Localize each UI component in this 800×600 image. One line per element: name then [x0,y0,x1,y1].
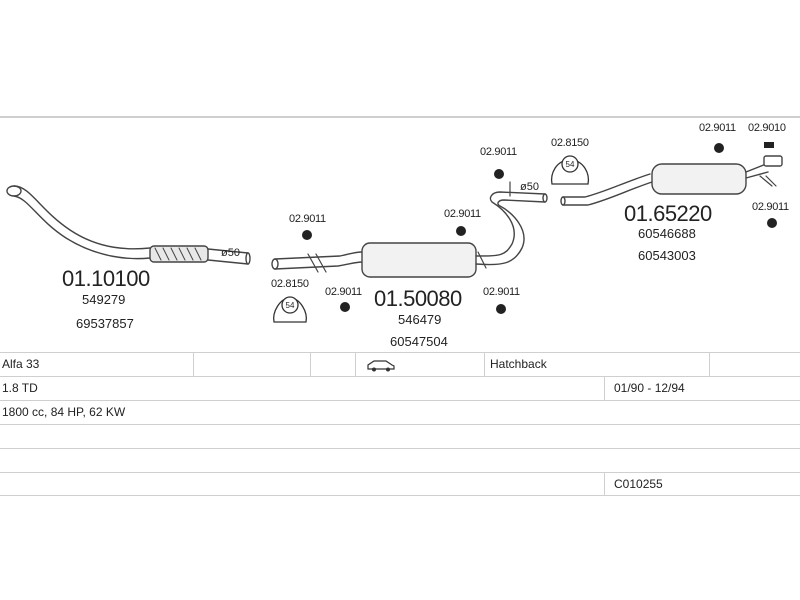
clamp-symbol-5 [496,304,506,314]
clamp-code-8: 02.9011 [699,122,736,134]
middle-ref-2: 60547504 [390,334,448,349]
middle-silencer-drawing [271,181,548,278]
clamp-symbol-9 [764,136,774,148]
model-name: Alfa 33 [2,357,40,371]
part-number-middle: 01.50080 [374,286,462,311]
hanger-badge-1: 54 [286,301,295,310]
clamp-code-2: 02.8150 [271,278,309,290]
clamp-symbol-4 [456,226,466,236]
clamp-symbol-8 [714,143,724,153]
clamp-symbol-3 [340,302,350,312]
table-row: Alfa 33 Hatchback [0,352,800,376]
clamp-code-7: 02.8150 [551,137,589,149]
front-pipe-ref-1: 549279 [82,292,126,307]
diameter-label-middle: ø50 [520,181,539,193]
exhaust-drawing: 54 54 [6,136,783,323]
engine-spec: 1800 cc, 84 HP, 62 KW [2,405,126,419]
exhaust-diagram: 54 54 01.10100 549279 69537857 ø50 01.50… [6,122,789,349]
clamp-symbol-10 [767,218,777,228]
production-years: 01/90 - 12/94 [614,381,685,395]
clamp-symbol-6 [494,169,504,179]
car-icon [364,353,396,376]
table-row [0,448,800,472]
table-row: 1800 cc, 84 HP, 62 KW [0,400,800,424]
table-row: C010255 [0,472,800,496]
clamp-code-10: 02.9011 [752,201,789,213]
clamp-code-4: 02.9011 [444,208,481,220]
body-type: Hatchback [490,357,547,371]
frame-top-border [0,116,800,118]
vehicle-info-table: Alfa 33 Hatchback 1.8 TD 01/90 - 12/94 1… [0,352,800,496]
engine: 1.8 TD [2,381,38,395]
clamp-code-9: 02.9010 [748,122,786,134]
diameter-label-front: ø50 [221,247,240,259]
rear-silencer-drawing [560,155,783,206]
rear-ref-1: 60546688 [638,226,696,241]
clamp-code-3: 02.9011 [325,286,362,298]
clamp-code-5: 02.9011 [483,286,520,298]
clamp-symbol-1 [302,230,312,240]
table-row: 1.8 TD 01/90 - 12/94 [0,376,800,400]
table-row [0,424,800,448]
front-pipe-ref-2: 69537857 [76,316,134,331]
middle-ref-1: 546479 [398,312,442,327]
part-number-rear: 01.65220 [624,201,712,226]
front-pipe-drawing [6,185,251,265]
part-number-front-pipe: 01.10100 [62,266,150,291]
catalog-code: C010255 [614,477,663,491]
rear-ref-2: 60543003 [638,248,696,263]
clamp-code-6: 02.9011 [480,146,517,158]
hanger-badge-2: 54 [566,160,575,169]
clamp-code-1: 02.9011 [289,213,326,225]
